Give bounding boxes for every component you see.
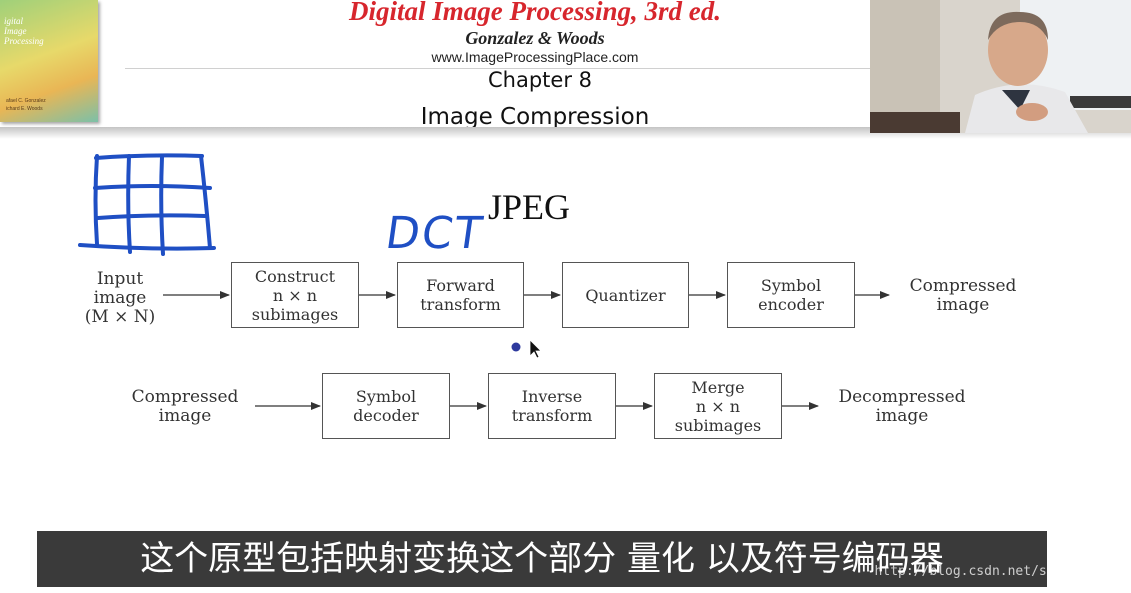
watermark: http://blog.csdn.net/silence2015 bbox=[800, 564, 1125, 579]
cursor-icon bbox=[530, 340, 541, 358]
handwritten-grid-annotation bbox=[80, 155, 214, 254]
construct-subimages-box: Construct n × n subimages bbox=[231, 262, 359, 328]
encoder-output-label: Compressed image bbox=[893, 277, 1033, 315]
encoder-input-label: Input image (M × N) bbox=[60, 270, 180, 327]
merge-subimages-box: Merge n × n subimages bbox=[654, 373, 782, 439]
decoder-output-label: Decompressed image bbox=[822, 388, 982, 426]
handwritten-dct-annotation: DCT bbox=[382, 208, 487, 259]
symbol-decoder-box: Symbol decoder bbox=[322, 373, 450, 439]
quantizer-box: Quantizer bbox=[562, 262, 689, 328]
forward-transform-box: Forward transform bbox=[397, 262, 524, 328]
pointer-dot bbox=[512, 343, 521, 352]
inverse-transform-box: Inverse transform bbox=[488, 373, 616, 439]
decoder-input-label: Compressed image bbox=[115, 388, 255, 426]
symbol-encoder-box: Symbol encoder bbox=[727, 262, 855, 328]
